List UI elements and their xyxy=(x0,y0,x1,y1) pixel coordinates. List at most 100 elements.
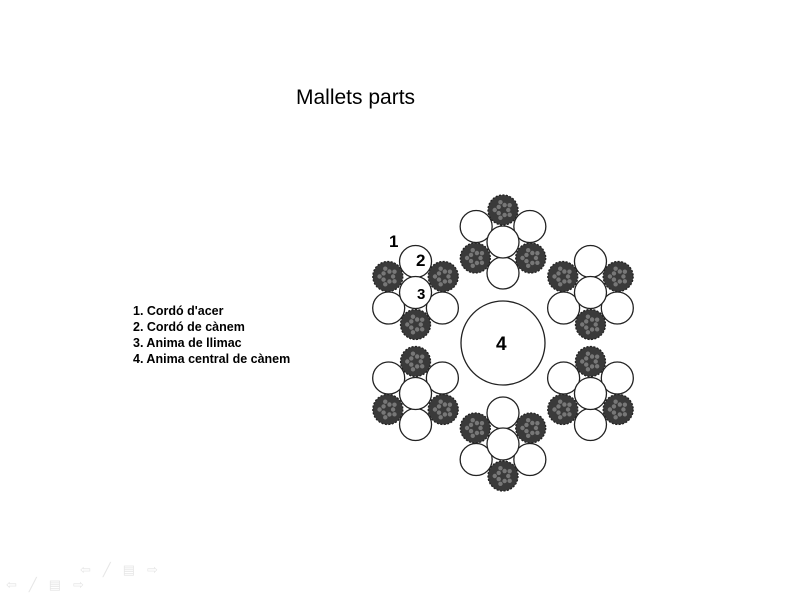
steel-wire-dot xyxy=(498,215,503,221)
steel-strand-circle xyxy=(487,460,519,492)
steel-wire-dot xyxy=(436,404,442,409)
steel-wire-dot xyxy=(438,399,443,404)
next-arrow-icon[interactable]: ⇨ xyxy=(73,577,84,592)
steel-strand-circle xyxy=(487,194,519,226)
steel-strand-circle xyxy=(459,242,491,274)
steel-wire-dot xyxy=(594,317,600,322)
steel-wire-dot xyxy=(468,252,474,258)
steel-wire-dot xyxy=(520,425,525,431)
steel-wire-dot xyxy=(507,478,512,484)
label-3: 3 xyxy=(417,286,425,303)
steel-wire-dot xyxy=(410,330,416,335)
steel-wire-dot xyxy=(410,351,416,356)
core-circle xyxy=(573,275,608,310)
steel-wire-dot xyxy=(613,399,618,404)
prev-arrow-icon[interactable]: ⇦ xyxy=(6,577,17,592)
core-circle xyxy=(398,376,433,411)
next-arrow-icon[interactable]: ⇨ xyxy=(147,562,158,577)
steel-wire-dot xyxy=(470,247,475,253)
steel-wire-dot xyxy=(524,428,529,434)
steel-wire-dot xyxy=(438,266,443,271)
steel-strand-circle xyxy=(372,393,404,426)
label-4: 4 xyxy=(496,334,507,355)
steel-wire-dot xyxy=(524,422,529,428)
label-2: 2 xyxy=(416,251,425,270)
steel-wire-dot xyxy=(377,274,382,279)
steel-wire-dot xyxy=(392,279,397,284)
steel-wire-dot xyxy=(447,279,453,284)
steel-wire-dot xyxy=(589,364,595,369)
steel-wire-dot xyxy=(589,327,595,332)
steel-wire-dot xyxy=(622,279,628,284)
steel-wire-dot xyxy=(468,258,474,264)
steel-wire-dot xyxy=(436,277,442,282)
hemp-strand-circle xyxy=(513,209,547,244)
steel-wire-dot xyxy=(617,402,623,407)
steel-wire-dot xyxy=(470,433,475,439)
steel-wire-dot xyxy=(520,255,525,261)
slide-nav-faded: ⇦ ╱ ▤ ⇨ xyxy=(80,562,170,578)
steel-wire-dot xyxy=(530,430,535,436)
steel-wire-dot xyxy=(478,255,483,261)
steel-wire-dot xyxy=(507,202,512,208)
steel-wire-dot xyxy=(381,271,386,276)
steel-wire-dot xyxy=(584,325,589,330)
steel-wire-dot xyxy=(502,478,507,484)
steel-wire-dot xyxy=(622,269,628,274)
steel-wire-dot xyxy=(474,420,480,426)
steel-wire-dot xyxy=(502,468,507,474)
steel-wire-dot xyxy=(611,404,617,409)
steel-wire-dot xyxy=(392,412,397,417)
steel-wire-dot xyxy=(410,314,416,319)
steel-wire-dot xyxy=(584,356,589,361)
steel-wire-dot xyxy=(410,367,416,372)
steel-wire-dot xyxy=(565,274,571,279)
core-circle xyxy=(573,376,608,411)
steel-wire-dot xyxy=(622,412,628,417)
steel-wire-dot xyxy=(479,250,485,256)
steel-wire-dot xyxy=(535,250,540,256)
steel-wire-dot xyxy=(409,325,414,330)
prev-arrow-icon[interactable]: ⇦ xyxy=(80,562,91,577)
hemp-strand-circle xyxy=(600,291,634,325)
menu-icon[interactable]: ▤ xyxy=(48,577,62,592)
steel-wire-dot xyxy=(436,410,442,415)
steel-wire-dot xyxy=(507,468,512,474)
steel-strand-circle xyxy=(515,242,547,274)
steel-wire-dot xyxy=(383,415,388,420)
steel-wire-dot xyxy=(464,425,470,431)
central-hemp-core-circle xyxy=(460,300,546,386)
steel-wire-dot xyxy=(446,407,451,412)
steel-wire-dot xyxy=(438,415,443,420)
steel-wire-dot xyxy=(442,412,448,417)
steel-wire-dot xyxy=(552,274,557,279)
pen-icon[interactable]: ╱ xyxy=(28,577,37,592)
steel-wire-dot xyxy=(530,250,535,256)
steel-wire-dot xyxy=(474,260,480,266)
steel-wire-dot xyxy=(552,407,557,412)
steel-strand-circle xyxy=(399,345,432,378)
menu-icon[interactable]: ▤ xyxy=(122,562,136,577)
steel-wire-dot xyxy=(442,279,448,284)
hemp-strand-circle xyxy=(573,407,608,442)
steel-wire-dot xyxy=(438,282,443,287)
steel-wire-dot xyxy=(567,402,572,407)
steel-wire-dot xyxy=(409,356,414,361)
steel-wire-dot xyxy=(613,282,618,287)
legend-item: 1. Cordó d'acer xyxy=(133,304,224,318)
pen-icon[interactable]: ╱ xyxy=(102,562,111,577)
steel-wire-dot xyxy=(506,473,511,479)
steel-wire-dot xyxy=(496,470,501,476)
steel-strand-circle xyxy=(602,260,634,293)
steel-wire-dot xyxy=(387,402,392,407)
steel-wire-dot xyxy=(535,420,540,426)
steel-wire-dot xyxy=(383,266,388,271)
steel-strand-circle xyxy=(515,412,547,444)
steel-strand-circle xyxy=(427,393,459,426)
core-circle xyxy=(486,225,520,259)
steel-wire-dot xyxy=(589,354,595,359)
steel-wire-dot xyxy=(496,204,501,210)
steel-wire-dot xyxy=(383,282,388,287)
steel-wire-dot xyxy=(432,274,438,279)
